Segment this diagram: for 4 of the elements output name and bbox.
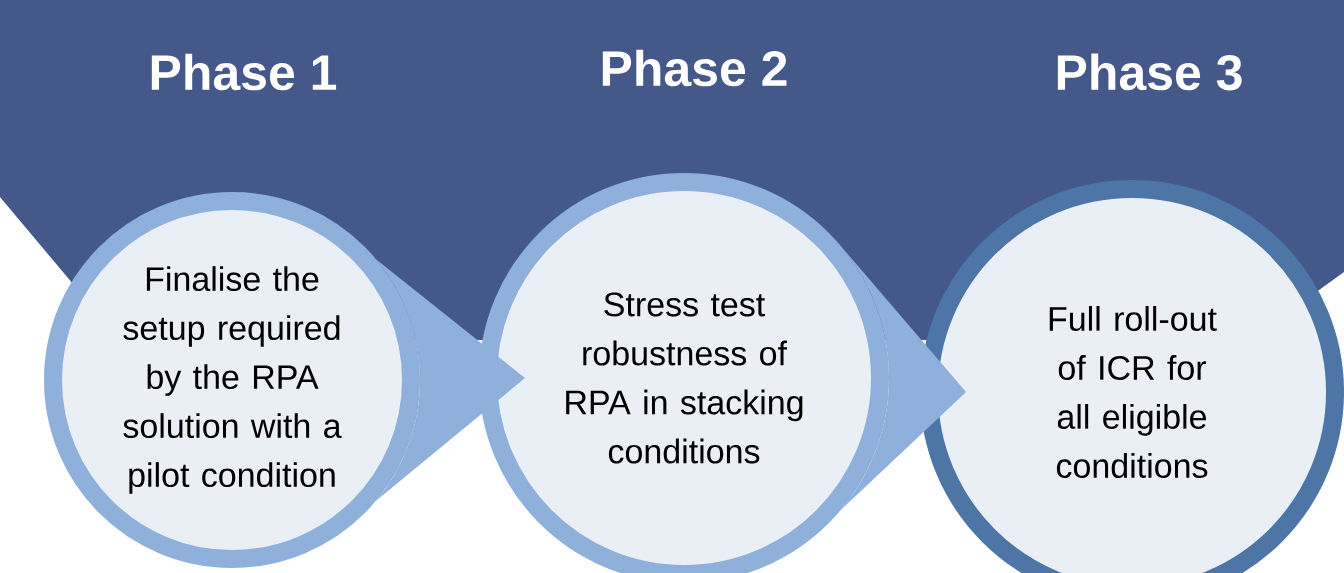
pointer-arrow [376, 259, 525, 501]
phase-heading: Phase 1 [151, 53, 337, 91]
phase-heading: Phase 2 [602, 49, 787, 87]
phase-heading: Phase 3 [1057, 53, 1242, 91]
